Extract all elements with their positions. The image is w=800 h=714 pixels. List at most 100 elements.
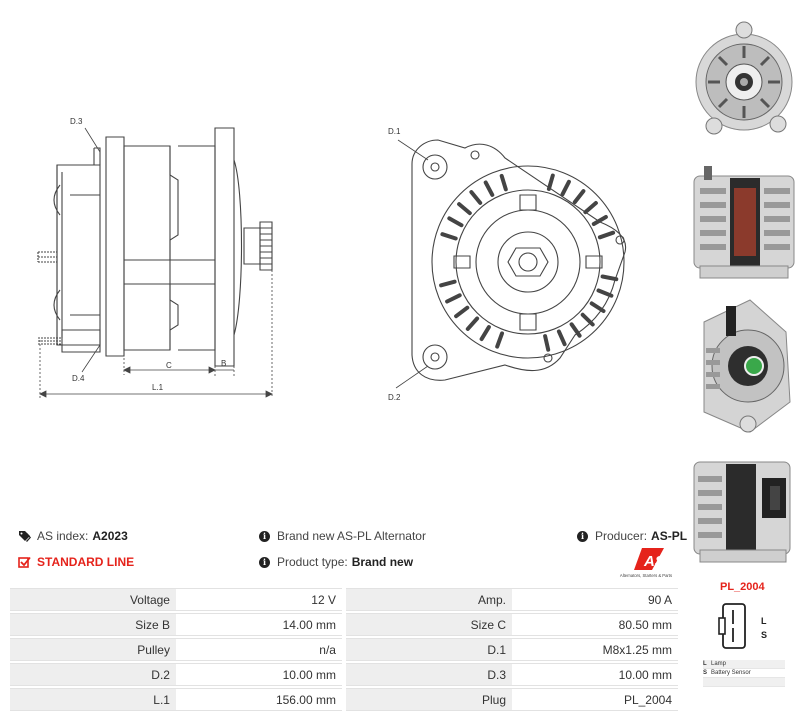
vent-slot [583,201,598,215]
side-view [37,127,273,398]
legend-row [703,678,785,687]
vent-slot [569,322,582,338]
spec-key: D.3 [346,663,512,686]
plug-diagram: L S [718,603,767,649]
technical-drawing: D.3 D.4 C B L.1 D.1 D.2 [37,117,627,402]
as-index-row: AS index: A2023 [18,529,128,543]
spec-value: PL_2004 [512,688,678,711]
vent-slot [445,293,462,304]
label-d2: D.2 [388,393,401,402]
info-icon: i [258,530,271,543]
vent-slot [589,301,606,313]
vent-slot [596,288,614,298]
vent-slot [457,202,472,216]
spec-key: Voltage [10,588,176,611]
vent-slot [479,325,491,342]
product-type-label: Product type: [277,555,348,569]
label-d4: D.4 [72,374,85,383]
vent-slot [572,189,586,205]
label-b: B [221,359,226,368]
legend-desc: Lamp [711,661,727,667]
spec-value: 80.50 mm [512,613,678,636]
vent-slot [556,329,567,347]
spec-key: Size C [346,613,512,636]
vent-slot [454,305,470,319]
producer-label: Producer: [595,529,648,543]
producer-row: i Producer: AS-PL [576,529,687,543]
vent-slot [447,216,464,228]
photo-rear-view[interactable] [690,6,798,154]
info-icon: i [258,556,271,569]
vent-slot [591,215,608,226]
standard-line-label: STANDARD LINE [37,555,135,569]
label-c: C [166,361,172,370]
label-l1: L.1 [152,383,164,392]
spec-value: 10.00 mm [512,663,678,686]
description-text: Brand new AS-PL Alternator [277,529,426,543]
product-photos [688,0,800,580]
plug-pin-s: S [761,630,767,640]
label-d1: D.1 [388,127,401,136]
vent-slot [483,180,495,197]
spec-value: 12 V [175,588,342,611]
vent-slot [440,232,458,241]
vent-slot [465,316,480,331]
vent-slot [560,179,571,197]
vent-slot [499,173,508,192]
as-index-label: AS index: [37,529,89,543]
vent-slot [546,173,555,191]
spec-value: 90 A [512,588,678,611]
spec-value: 156.00 mm [175,688,342,711]
vent-slot [495,331,504,349]
legend-code: L [703,661,707,667]
photo-plug-side[interactable] [690,444,798,572]
spec-key: Pulley [10,638,176,661]
standard-line-row: STANDARD LINE [18,555,134,569]
vent-slot [543,334,551,352]
vent-slot [580,312,595,327]
producer-value: AS-PL [651,529,688,543]
product-type-row: i Product type: Brand new [258,555,413,569]
spec-key: D.1 [346,638,512,661]
photo-side-view[interactable] [690,158,798,286]
description-row: i Brand new AS-PL Alternator [258,529,426,543]
legend-code: S [703,670,708,676]
product-type-value: Brand new [351,555,414,569]
photo-front-view[interactable] [690,292,798,440]
brand-tagline: Alternators, Starters & Parts [620,573,672,578]
checkbox-icon [18,556,31,569]
brand-logo: AS Alternators, Starters & Parts [612,546,680,580]
front-view [395,139,627,389]
spec-value: 14.00 mm [175,613,342,636]
spec-key: Plug [346,688,512,711]
spec-value: 10.00 mm [175,663,342,686]
vent-slot [600,274,619,282]
spec-value: M8x1.25 mm [512,638,678,661]
vent-slot [439,279,457,288]
vent-slot [469,190,483,205]
plug-pin-l: L [761,616,767,626]
as-index-value: A2023 [92,529,128,543]
spec-key: Size B [10,613,176,636]
info-icon: i [576,530,589,543]
label-d3: D.3 [70,117,83,126]
plug-title: PL_2004 [720,581,765,593]
spec-value: n/a [175,638,342,661]
brand-logo-mark: AS Alternators, Starters & Parts [620,548,672,578]
vent-slot [597,230,616,240]
brand-logo-text: AS [643,553,665,570]
legend-desc: Battery Sensor [711,670,751,676]
spec-key: L.1 [10,688,176,711]
legend-row: L Lamp [703,660,785,669]
spec-key: Amp. [346,588,512,611]
spec-key: D.2 [10,663,176,686]
tag-icon [18,530,31,543]
